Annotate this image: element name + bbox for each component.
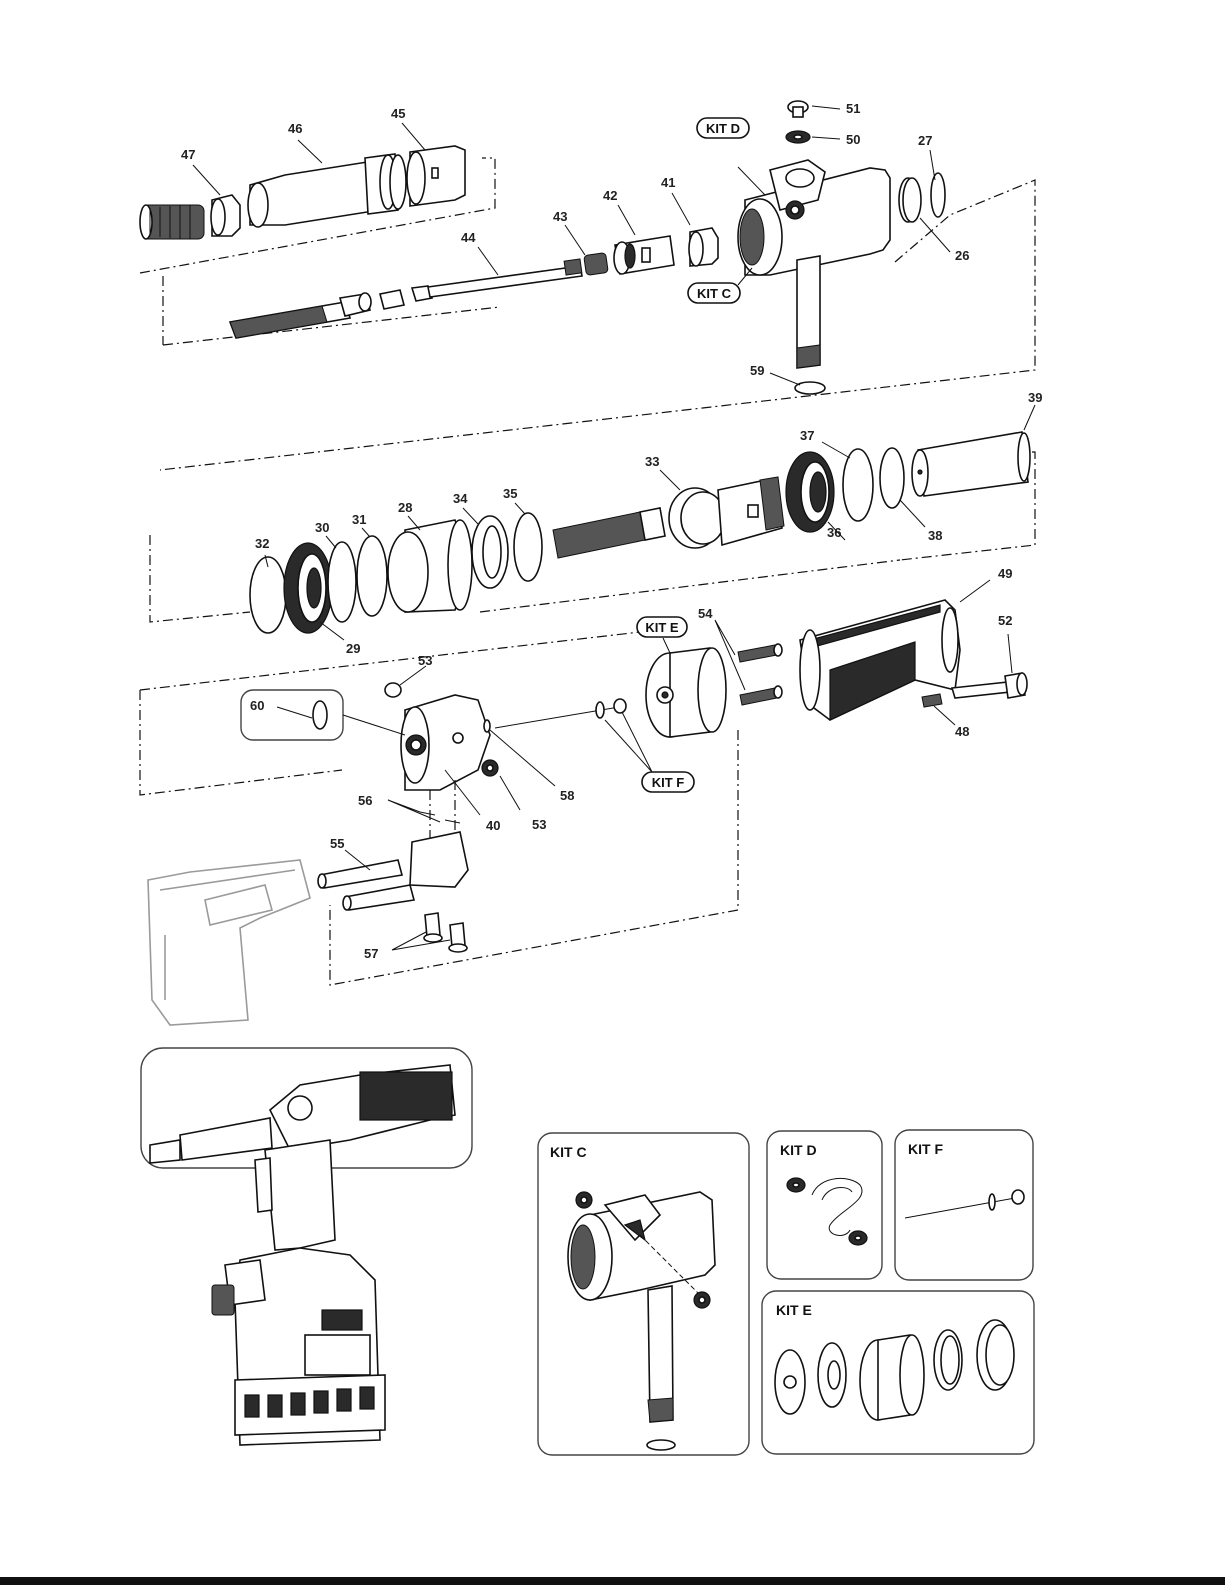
callout-28: 28: [398, 500, 412, 515]
callout-39: 39: [1028, 390, 1042, 405]
part-57-screws: [424, 913, 467, 952]
page-bottom-rule: [0, 1577, 1225, 1585]
part-51-screw: [788, 101, 808, 117]
callout-38: 38: [928, 528, 942, 543]
part-33-piston: [553, 477, 784, 558]
callout-60: 60: [250, 698, 264, 713]
callout-27: 27: [918, 133, 932, 148]
kit-tag-e-label: KIT E: [645, 620, 679, 635]
kit-panel-c-title: KIT C: [550, 1144, 587, 1160]
callout-48: 48: [955, 724, 969, 739]
part-50-washer: [786, 131, 810, 143]
callout-37: 37: [800, 428, 814, 443]
callout-40: 40: [486, 818, 500, 833]
part-26-ring: [899, 178, 921, 222]
callout-41: 41: [661, 175, 675, 190]
part-59-ring: [795, 382, 825, 394]
part-36-seal: [786, 452, 834, 532]
ghost-handle-outline: [148, 860, 310, 1025]
kit-panel-e-title: KIT E: [776, 1302, 812, 1318]
callout-42: 42: [603, 188, 617, 203]
callout-29: 29: [346, 641, 360, 656]
kit-f-pin: [495, 699, 626, 728]
part-52-plug: [952, 673, 1027, 698]
callout-53-side: 53: [532, 817, 546, 832]
part-39-tube: [912, 432, 1030, 496]
callout-46: 46: [288, 121, 302, 136]
part-27-ring: [931, 173, 945, 217]
part-37-ring: [843, 449, 873, 521]
callout-30: 30: [315, 520, 329, 535]
part-34-seal: [472, 516, 508, 588]
part-46-sleeve: [248, 154, 406, 227]
part-47-spring: [140, 205, 204, 239]
part-35-ring: [514, 513, 542, 581]
callout-32: 32: [255, 536, 269, 551]
callout-58: 58: [560, 788, 574, 803]
part-41-nut: [689, 228, 718, 266]
callout-26: 26: [955, 248, 969, 263]
callout-54: 54: [698, 606, 713, 621]
part-28-sleeve: [388, 520, 472, 612]
callout-34: 34: [453, 491, 468, 506]
callout-56: 56: [358, 793, 372, 808]
callout-44: 44: [461, 230, 476, 245]
part-42-pusher: [614, 236, 674, 274]
callout-57: 57: [364, 946, 378, 961]
kit-tag-e: KIT E: [637, 617, 687, 637]
callout-59: 59: [750, 363, 764, 378]
kit-panel-c: [538, 1133, 749, 1455]
part-45-cap: [407, 146, 465, 206]
kit-panel-f-title: KIT F: [908, 1141, 943, 1157]
kit-tag-d: KIT D: [697, 118, 749, 138]
callout-53-top: 53: [418, 653, 432, 668]
part-32-ring: [250, 557, 286, 633]
kit-tag-f: KIT F: [642, 772, 694, 792]
part-58-clip: [484, 720, 490, 732]
part-29-seal: [284, 543, 332, 633]
part-54-screws: [738, 644, 782, 705]
part-31-ring: [357, 536, 387, 616]
callout-47: 47: [181, 147, 195, 162]
callout-50: 50: [846, 132, 860, 147]
row3-assembly: [140, 600, 1027, 1025]
kit-tag-f-label: KIT F: [652, 775, 685, 790]
kit-tag-c-label: KIT C: [697, 286, 732, 301]
callout-49: 49: [998, 566, 1012, 581]
callout-35: 35: [503, 486, 517, 501]
callout-31: 31: [352, 512, 366, 527]
kit-tag-d-label: KIT D: [706, 121, 740, 136]
part-30-ring: [328, 542, 356, 622]
callout-45: 45: [391, 106, 405, 121]
part-53-seal-top: [385, 683, 401, 697]
callout-43: 43: [553, 209, 567, 224]
callout-51: 51: [846, 101, 860, 116]
part-40-housing: [401, 695, 490, 790]
callout-55: 55: [330, 836, 344, 851]
row2-assembly: [150, 432, 1035, 633]
kit-panel-d-title: KIT D: [780, 1142, 817, 1158]
part-53-seal-side: [482, 760, 498, 776]
kit-tag-c: KIT C: [688, 283, 740, 303]
assembled-tool-illustration: [141, 1048, 472, 1445]
callout-52: 52: [998, 613, 1012, 628]
part-38-ring: [880, 448, 904, 508]
callout-33: 33: [645, 454, 659, 469]
callout-36: 36: [827, 525, 841, 540]
part-47-nut: [211, 195, 240, 236]
part-43-spring: [584, 253, 609, 276]
kit-e-valve: [646, 648, 726, 737]
part-48-screw: [922, 694, 942, 707]
part-60-inset: [241, 690, 405, 740]
row1-assembly: [140, 101, 1035, 470]
part-44-rod: [230, 259, 582, 338]
